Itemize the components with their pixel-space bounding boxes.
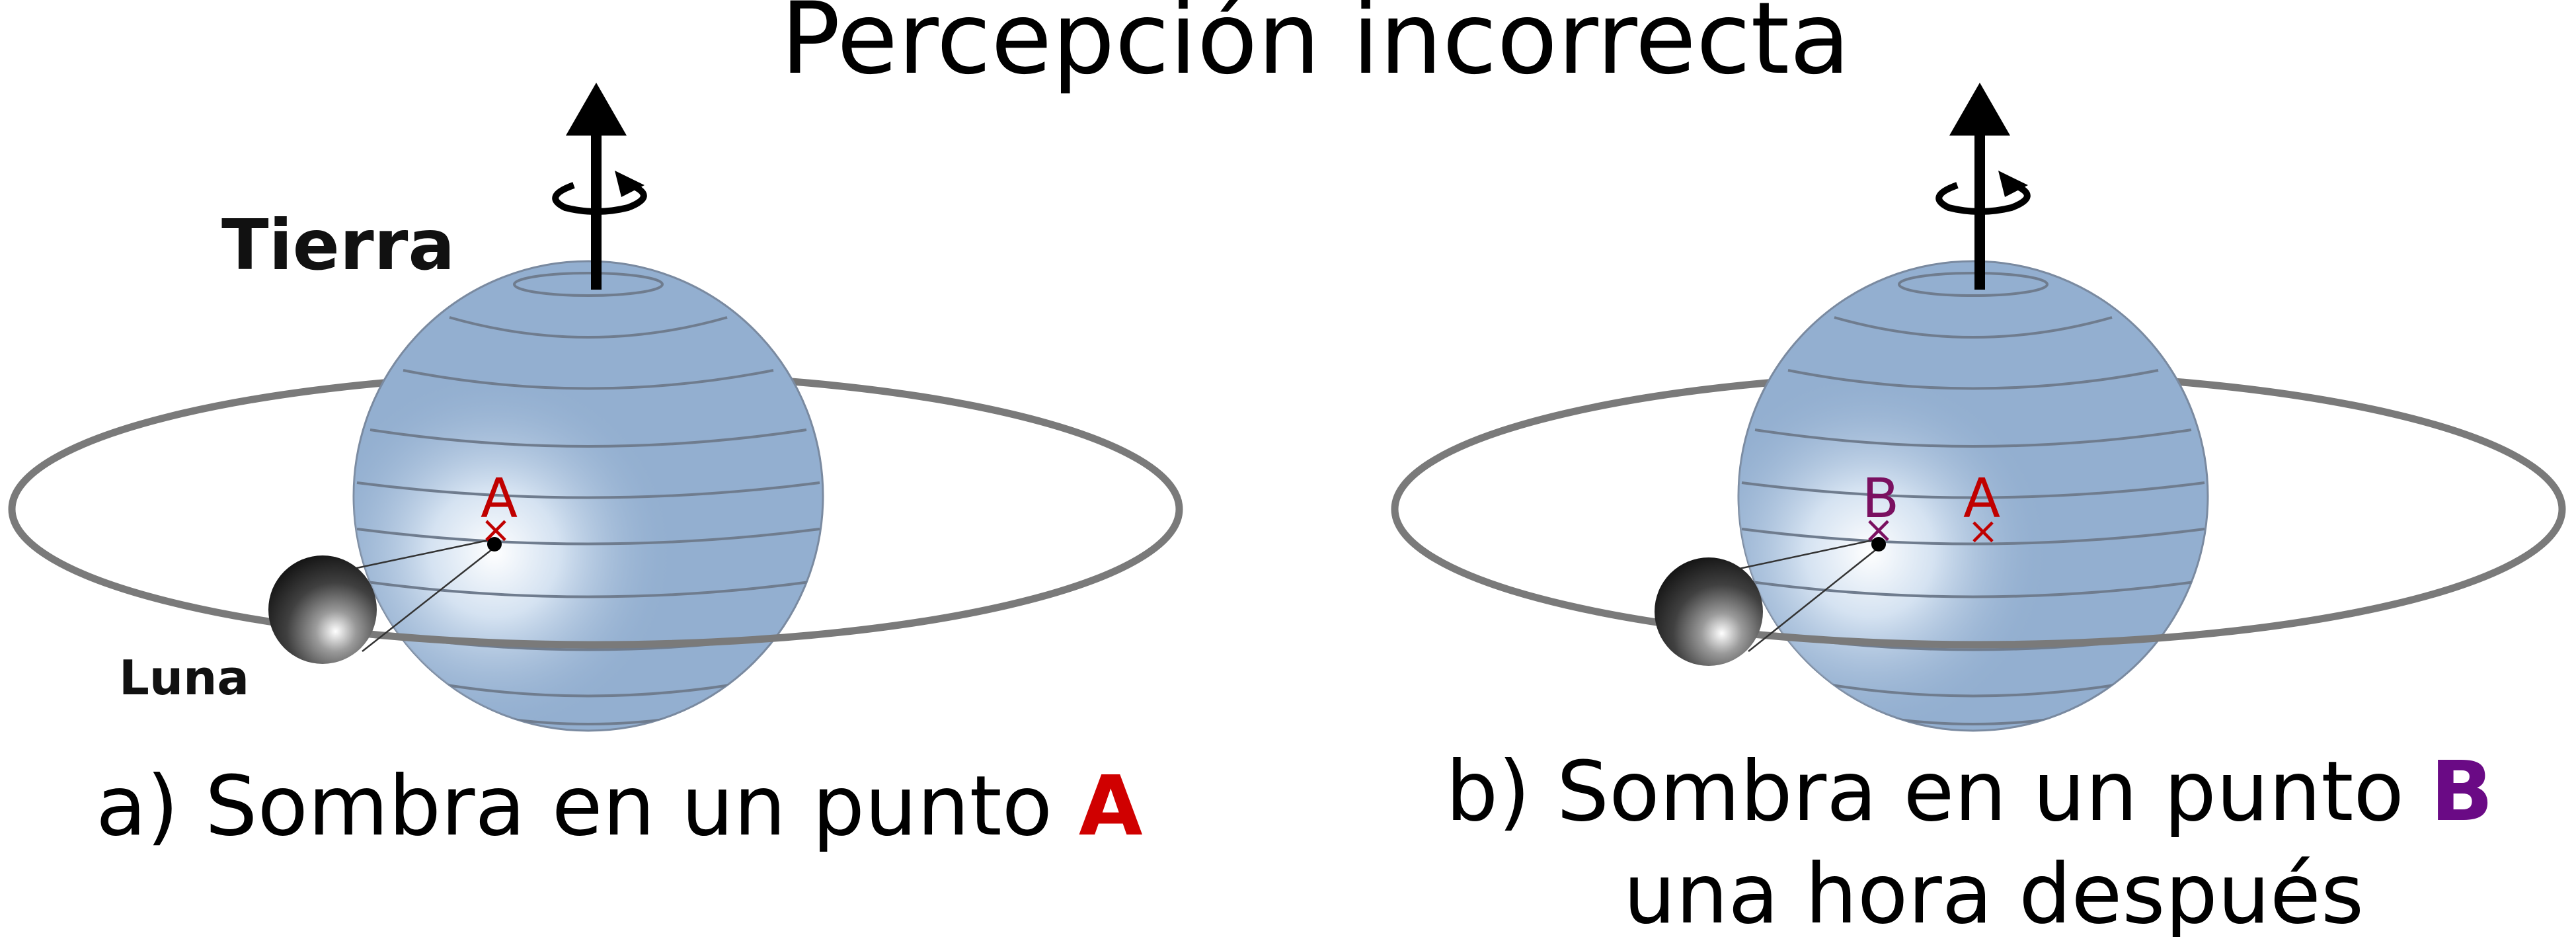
shadow-point-b	[1871, 537, 1886, 551]
moon-a	[268, 555, 377, 664]
panel-a: × A Tierra Luna a) Sombra en un punto A	[8, 83, 1183, 854]
earth-a	[352, 260, 824, 732]
panel-b: × B × A b) Sombra en un punto B una hora…	[1391, 83, 2566, 937]
page-title: Percepción incorrecta	[781, 0, 1850, 97]
rotation-axis-b	[1935, 83, 2031, 290]
earth-b	[1737, 260, 2209, 732]
orbit-front-b	[1391, 509, 2566, 649]
moon-b	[1655, 557, 1763, 666]
point-label-b: B	[1862, 468, 1899, 530]
moon-label: Luna	[119, 650, 249, 706]
rotation-arrow-icon	[615, 171, 644, 197]
cross-mark-a-ref: ×	[1968, 510, 1999, 553]
rotation-axis-a	[552, 83, 647, 290]
caption-b: b) Sombra en un punto B	[1446, 744, 2493, 840]
caption-a: a) Sombra en un punto A	[96, 758, 1143, 854]
rotation-arrow-icon	[1998, 171, 2028, 197]
point-label-a-ref: A	[1963, 468, 2000, 530]
caption-b-line2: una hora después	[1623, 846, 2364, 937]
cross-mark-a: ×	[481, 509, 512, 551]
shadow-point-a	[487, 537, 502, 551]
earth-label: Tierra	[221, 205, 455, 286]
cross-mark-b: ×	[1863, 509, 1894, 551]
point-label-a: A	[481, 468, 518, 530]
orbit-front-a	[8, 509, 1183, 649]
